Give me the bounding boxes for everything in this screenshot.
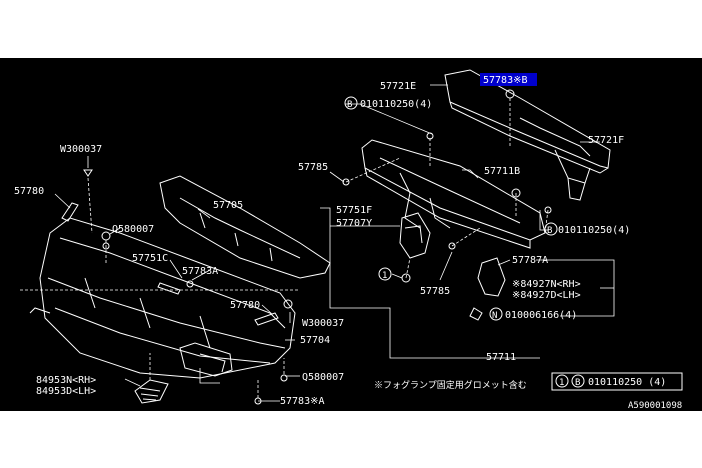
- label-010110250-right: 010110250(4): [558, 225, 630, 236]
- circle-b-top-letter: B: [347, 100, 352, 110]
- label-w300037-mid: W300037: [302, 318, 344, 329]
- label-57705: 57705: [213, 200, 243, 211]
- legend-b: B: [575, 378, 580, 388]
- label-57785-mid: 57785: [420, 286, 450, 297]
- circle-1-mid: [378, 267, 392, 281]
- legend-code: 010110250 (4): [588, 377, 666, 388]
- label-57751f: 57751F: [336, 205, 372, 216]
- label-57787a: 57787A: [512, 255, 548, 266]
- label-57783b: 57783※B: [483, 75, 528, 86]
- label-010006166: 010006166(4): [505, 310, 577, 321]
- circle-b-right-letter: B: [547, 226, 552, 236]
- legend-circle-1: [555, 374, 569, 388]
- label-57783a: 57783A: [182, 266, 218, 277]
- legend-box: [551, 372, 683, 391]
- label-57785-top: 57785: [298, 162, 328, 173]
- circle-n-letter: N: [492, 311, 497, 321]
- strip-57780-left: [61, 202, 79, 222]
- label-57707y: 57707Y: [336, 218, 372, 229]
- label-84927n: ※84927N<RH>: [512, 279, 581, 290]
- fog-bracket-part: [469, 257, 506, 321]
- beam-57711b-part: [361, 139, 546, 249]
- label-57783xa: 57783※A: [280, 396, 325, 407]
- fog-lamp-grille: [134, 379, 169, 404]
- label-84953d: 84953D<LH>: [36, 386, 96, 397]
- highlight-label-57783b[interactable]: 57783※B: [480, 73, 537, 86]
- label-q580007-bot: Q580007: [302, 372, 344, 383]
- label-57704: 57704: [300, 335, 330, 346]
- upper-panel-57705: [159, 175, 331, 279]
- label-q580007-top: Q580007: [112, 224, 154, 235]
- diagram-canvas: 57783※B 57721E B 010110250(4) 57721F 577…: [0, 58, 702, 411]
- legend-circle-b: [571, 374, 585, 388]
- label-57711b: 57711B: [484, 166, 520, 177]
- leader-lines: [54, 84, 615, 402]
- label-w300037-top: W300037: [60, 144, 102, 155]
- label-010110250-top: 010110250(4): [360, 99, 432, 110]
- label-84953n: 84953N<RH>: [36, 375, 96, 386]
- circle-b-right: [544, 222, 558, 236]
- label-57721e: 57721E: [380, 81, 416, 92]
- note-jp: ※フォグランプ固定用グロメット含む: [374, 379, 527, 391]
- legend-num: 1: [559, 378, 564, 388]
- label-57721f: 57721F: [588, 135, 624, 146]
- fasteners: [83, 89, 552, 405]
- strip-57780-mid: [254, 312, 279, 326]
- upper-beam-part: [444, 69, 611, 201]
- dashed-guides: [20, 98, 549, 398]
- circle-1-mid-num: 1: [382, 271, 387, 281]
- bumper-face-57704: [29, 217, 296, 379]
- parts-diagram: 57783※B 57721E B 010110250(4) 57721F 577…: [14, 69, 683, 411]
- circle-b-top: [344, 96, 358, 110]
- circle-n: [489, 307, 503, 321]
- label-57780-mid: 57780: [230, 300, 260, 311]
- label-57751c: 57751C: [132, 253, 168, 264]
- label-57711: 57711: [486, 352, 516, 363]
- label-57780-left: 57780: [14, 186, 44, 197]
- strip-57751c: [157, 282, 181, 295]
- bracket-part: [399, 212, 431, 259]
- diagram-code: A590001098: [628, 401, 682, 411]
- label-84927d: ※84927D<LH>: [512, 290, 581, 301]
